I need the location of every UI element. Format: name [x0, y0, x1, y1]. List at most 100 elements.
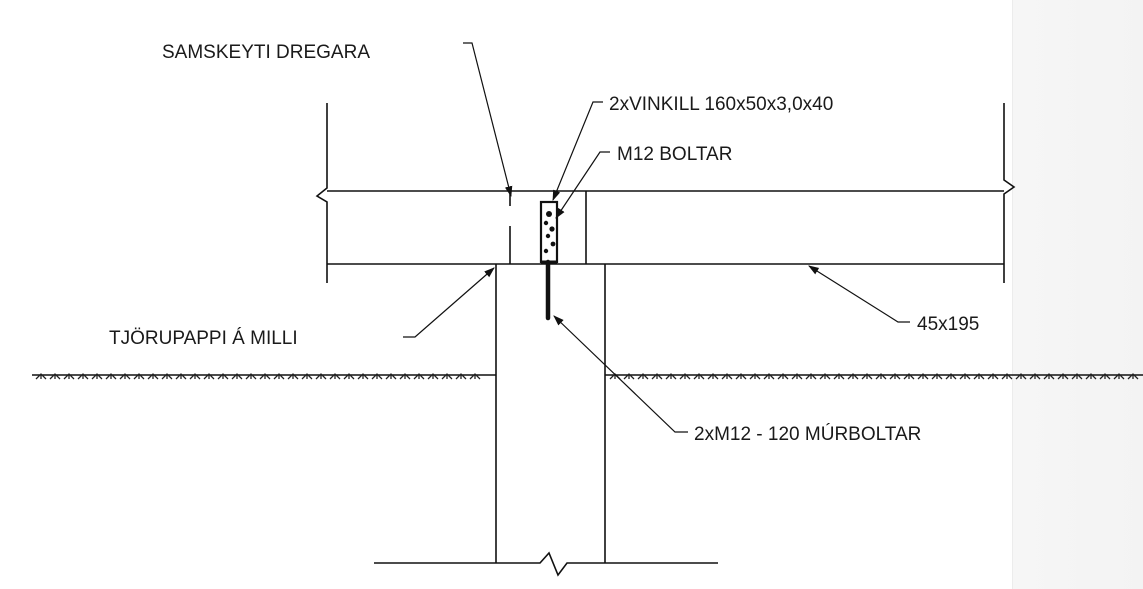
ground-hatch-mark — [273, 373, 285, 380]
ground-hatch-mark — [1057, 373, 1069, 380]
ground-hatch-mark — [455, 373, 467, 380]
ground-hatch-mark — [469, 373, 481, 380]
ground-hatch-mark — [847, 373, 859, 380]
leader-bolts — [555, 151, 610, 219]
bolt-dot-icon — [550, 241, 556, 247]
ground-hatch-mark — [1113, 373, 1125, 380]
ground-hatch-mark — [49, 373, 61, 380]
foundation-wall — [374, 264, 718, 577]
ground-hatch-mark — [791, 373, 803, 380]
ground-hatch-mark — [315, 373, 327, 380]
ground-hatch-mark — [805, 373, 817, 380]
ground-hatch-mark — [637, 373, 649, 380]
leader-angle — [552, 101, 603, 201]
ground-hatch-mark — [147, 373, 159, 380]
ground-hatch-mark — [413, 373, 425, 380]
ground-hatch-mark — [931, 373, 943, 380]
label-bolts: M12 BOLTAR — [617, 144, 732, 165]
ground-hatch-mark — [1071, 373, 1083, 380]
ground-hatch-mark — [399, 373, 411, 380]
ground-hatch-mark — [819, 373, 831, 380]
ground-hatch-mark — [77, 373, 89, 380]
label-tarpaper: TJÖRUPAPPI Á MILLI — [109, 328, 298, 349]
ground-hatch-mark — [987, 373, 999, 380]
ground-hatch-mark — [1043, 373, 1055, 380]
ground-hatch-mark — [203, 373, 215, 380]
ground-hatch-mark — [679, 373, 691, 380]
ground-hatch-mark — [1099, 373, 1111, 380]
page-edge-strip — [1012, 0, 1143, 589]
leader-anchor — [553, 315, 688, 433]
ground-hatch-mark — [693, 373, 705, 380]
ground-hatch-mark — [875, 373, 887, 380]
ground-hatch-mark — [175, 373, 187, 380]
ground-hatch-mark — [623, 373, 635, 380]
ground-hatch-mark — [259, 373, 271, 380]
ground-hatch-mark — [287, 373, 299, 380]
ground-hatch-mark — [665, 373, 677, 380]
left-end-line — [315, 103, 328, 283]
ground-hatch-mark — [189, 373, 201, 380]
ground-hatch-mark — [903, 373, 915, 380]
wall-break-line — [374, 551, 718, 577]
ground-hatch-mark — [1127, 373, 1139, 380]
ground-hatch-mark — [973, 373, 985, 380]
ground-hatch-mark — [105, 373, 117, 380]
ground-hatch-mark — [385, 373, 397, 380]
ground-hatch-mark — [777, 373, 789, 380]
label-angle: 2xVINKILL 160x50x3,0x40 — [609, 94, 833, 115]
bolt-dot-icon — [543, 220, 549, 226]
leaders — [403, 42, 910, 433]
ground-hatch-mark — [945, 373, 957, 380]
leader-joint — [463, 42, 513, 198]
label-joint: SAMSKEYTI DREGARA — [162, 42, 370, 63]
ground-hatch-mark — [1001, 373, 1013, 380]
ground-hatch-mark — [63, 373, 75, 380]
ground-line — [32, 373, 1143, 380]
ground-hatch-mark — [301, 373, 313, 380]
bolt-dot-icon — [546, 211, 552, 217]
ground-hatch-mark — [119, 373, 131, 380]
ground-hatch-mark — [1085, 373, 1097, 380]
bolt-dot-icon — [545, 233, 551, 239]
bolt-dot-icon — [549, 226, 555, 232]
leader-beam — [808, 265, 910, 323]
ground-hatch-mark — [91, 373, 103, 380]
angle-bracket — [539, 200, 559, 264]
ground-hatch-mark — [245, 373, 257, 380]
beam — [327, 190, 1004, 265]
ground-hatch-mark — [357, 373, 369, 380]
ground-hatch-mark — [427, 373, 439, 380]
ground-hatch — [35, 373, 1139, 380]
ground-hatch-mark — [35, 373, 47, 380]
ground-hatch-mark — [749, 373, 761, 380]
ground-hatch-mark — [133, 373, 145, 380]
ground-hatch-mark — [343, 373, 355, 380]
ground-hatch-mark — [217, 373, 229, 380]
ground-hatch-mark — [1015, 373, 1027, 380]
ground-hatch-mark — [833, 373, 845, 380]
ground-hatch-mark — [959, 373, 971, 380]
beam-end-lines — [315, 103, 1016, 283]
bolt-dot-icon — [543, 248, 549, 254]
ground-hatch-mark — [161, 373, 173, 380]
ground-hatch-mark — [441, 373, 453, 380]
ground-hatch-mark — [329, 373, 341, 380]
ground-hatch-mark — [763, 373, 775, 380]
right-end-line — [1003, 103, 1016, 283]
ground-hatch-mark — [889, 373, 901, 380]
label-anchor: 2xM12 - 120 MÚRBOLTAR — [694, 423, 921, 445]
ground-hatch-mark — [721, 373, 733, 380]
ground-hatch-mark — [651, 373, 663, 380]
ground-hatch-mark — [917, 373, 929, 380]
label-beam: 45x195 — [917, 314, 979, 335]
ground-hatch-mark — [707, 373, 719, 380]
ground-hatch-mark — [735, 373, 747, 380]
ground-hatch-mark — [1029, 373, 1041, 380]
leader-tarpaper — [403, 267, 495, 338]
ground-hatch-mark — [861, 373, 873, 380]
ground-hatch-mark — [371, 373, 383, 380]
ground-hatch-mark — [231, 373, 243, 380]
